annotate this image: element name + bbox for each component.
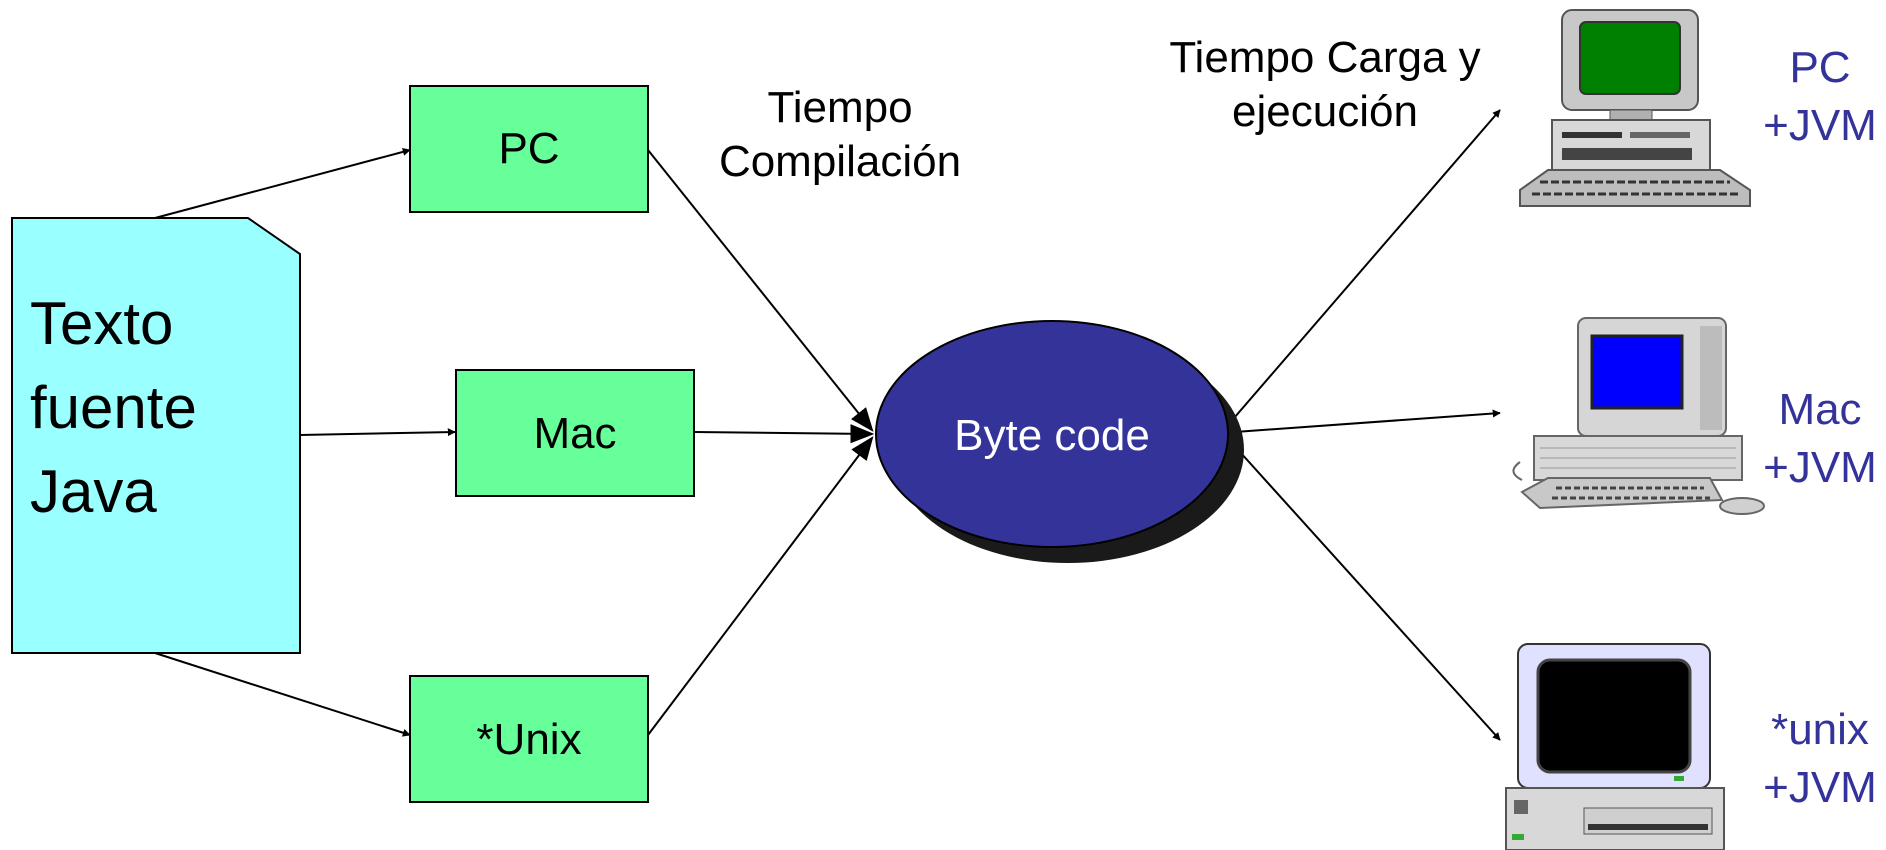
arrow-source-to-pc — [154, 147, 411, 219]
bytecode-node: Byte code — [875, 320, 1244, 563]
compiler-label-unix: *Unix — [476, 715, 581, 764]
pc-computer-icon — [1519, 9, 1751, 207]
source-document-shape — [11, 217, 301, 654]
arrow-source-to-unix — [154, 652, 411, 737]
target-label-mac-line2: +JVM — [1763, 443, 1877, 492]
mac-computer-icon — [1512, 317, 1765, 515]
compiler-label-mac: Mac — [533, 409, 616, 458]
arrow-mac-to-bytecode — [693, 424, 875, 444]
compiler-box-pc: PC — [409, 85, 649, 213]
arrow-bytecode-to-unix — [1239, 451, 1501, 741]
target-label-mac-line1: Mac — [1778, 385, 1861, 434]
source-label-line1: Texto — [30, 290, 173, 357]
compiler-label-pc: PC — [498, 124, 559, 173]
compiler-box-mac: Mac — [455, 369, 695, 497]
arrow-bytecode-to-pc — [1227, 109, 1501, 426]
arrow-unix-to-bytecode — [647, 436, 874, 736]
arrow-pc-to-bytecode — [647, 149, 874, 432]
source-label-line3: Java — [30, 458, 157, 525]
unix-computer-icon — [1505, 643, 1725, 850]
target-label-pc-line1: PC — [1789, 43, 1850, 92]
bytecode-label: Byte code — [954, 411, 1150, 460]
arrow-bytecode-to-mac — [1234, 409, 1501, 433]
target-label-unix-line2: +JVM — [1763, 763, 1877, 812]
bytecode-ellipse — [875, 320, 1229, 548]
source-document: Texto fuente Java — [11, 217, 301, 654]
load-time-label-line1: Tiempo Carga y — [1169, 33, 1480, 82]
compile-time-label-line2: Compilación — [719, 137, 961, 186]
compile-time-label-line1: Tiempo — [767, 83, 912, 132]
load-time-label-line2: ejecución — [1232, 87, 1418, 136]
target-label-pc-line2: +JVM — [1763, 101, 1877, 150]
compiler-box-unix: *Unix — [409, 675, 649, 803]
source-label-line2: fuente — [30, 374, 197, 441]
arrow-source-to-mac — [299, 428, 456, 437]
target-label-unix-line1: *unix — [1771, 705, 1869, 754]
